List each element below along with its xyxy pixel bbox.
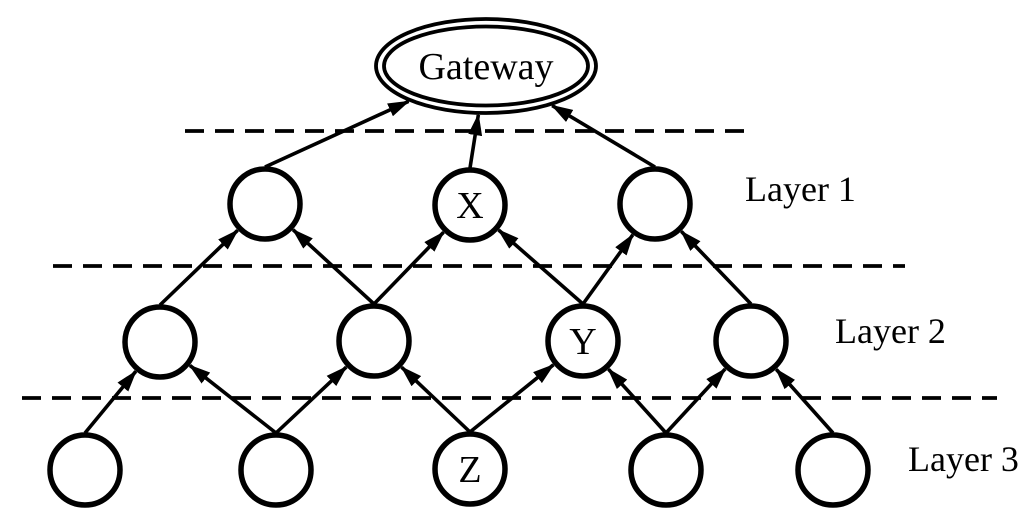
uplink-arrow-l3-n2-to-l2-n1	[188, 364, 278, 435]
uplink-arrow-l3-n1-to-l2-n1	[83, 370, 138, 435]
layer3-node-3-z	[432, 431, 508, 507]
layer3-node-2	[238, 432, 314, 508]
uplink-arrow-l3-n2-to-l2-n2	[274, 365, 348, 435]
layer1-node-1	[227, 166, 303, 242]
layer-1-label: Layer 1	[745, 169, 856, 209]
gateway-label: Gateway	[418, 46, 553, 88]
layer-3-label: Layer 3	[908, 439, 1019, 479]
node-label-x: X	[456, 185, 483, 227]
uplink-arrow-l1-n1-to-gateway	[264, 99, 411, 169]
uplink-arrow-l2-n3-to-l1-n3	[581, 233, 635, 306]
uplink-arrow-l1-n3-to-gateway	[550, 103, 656, 169]
layer1-node-2-x	[432, 167, 508, 243]
layer2-node-4	[713, 303, 789, 379]
uplink-arrow-l2-n3-to-l1-n2	[497, 228, 585, 306]
uplink-arrow-l3-n3-to-l2-n2	[400, 365, 472, 434]
uplink-arrow-l3-n5-to-l2-n4	[774, 368, 835, 435]
layer2-node-2	[336, 303, 412, 379]
layer2-node-3-y	[545, 303, 621, 379]
gateway-node	[374, 17, 598, 115]
uplink-arrow-l2-n2-to-l1-n1	[291, 228, 376, 306]
layer3-node-5	[795, 432, 871, 508]
gateway-node-inner-ring	[382, 24, 590, 108]
layer1-node-3	[617, 166, 693, 242]
uplink-arrow-l3-n3-to-l2-n3	[468, 363, 555, 434]
layer-2-label: Layer 2	[835, 311, 946, 351]
uplink-arrow-l3-n4-to-l2-n3	[607, 368, 668, 435]
uplink-arrow-l2-n1-to-l1-n1	[158, 229, 239, 307]
uplink-arrow-l1-n2-to-gateway	[468, 113, 483, 169]
node-label-y: Y	[569, 321, 596, 363]
node-label-z: Z	[458, 449, 481, 491]
uplink-arrow-l2-n4-to-l1-n3	[680, 230, 753, 306]
layer3-node-1	[47, 432, 123, 508]
uplink-arrow-l3-n4-to-l2-n4	[664, 367, 727, 435]
layer3-node-4	[628, 432, 704, 508]
uplink-arrow-l2-n2-to-l1-n2	[372, 231, 445, 306]
layer2-node-1	[122, 304, 198, 380]
